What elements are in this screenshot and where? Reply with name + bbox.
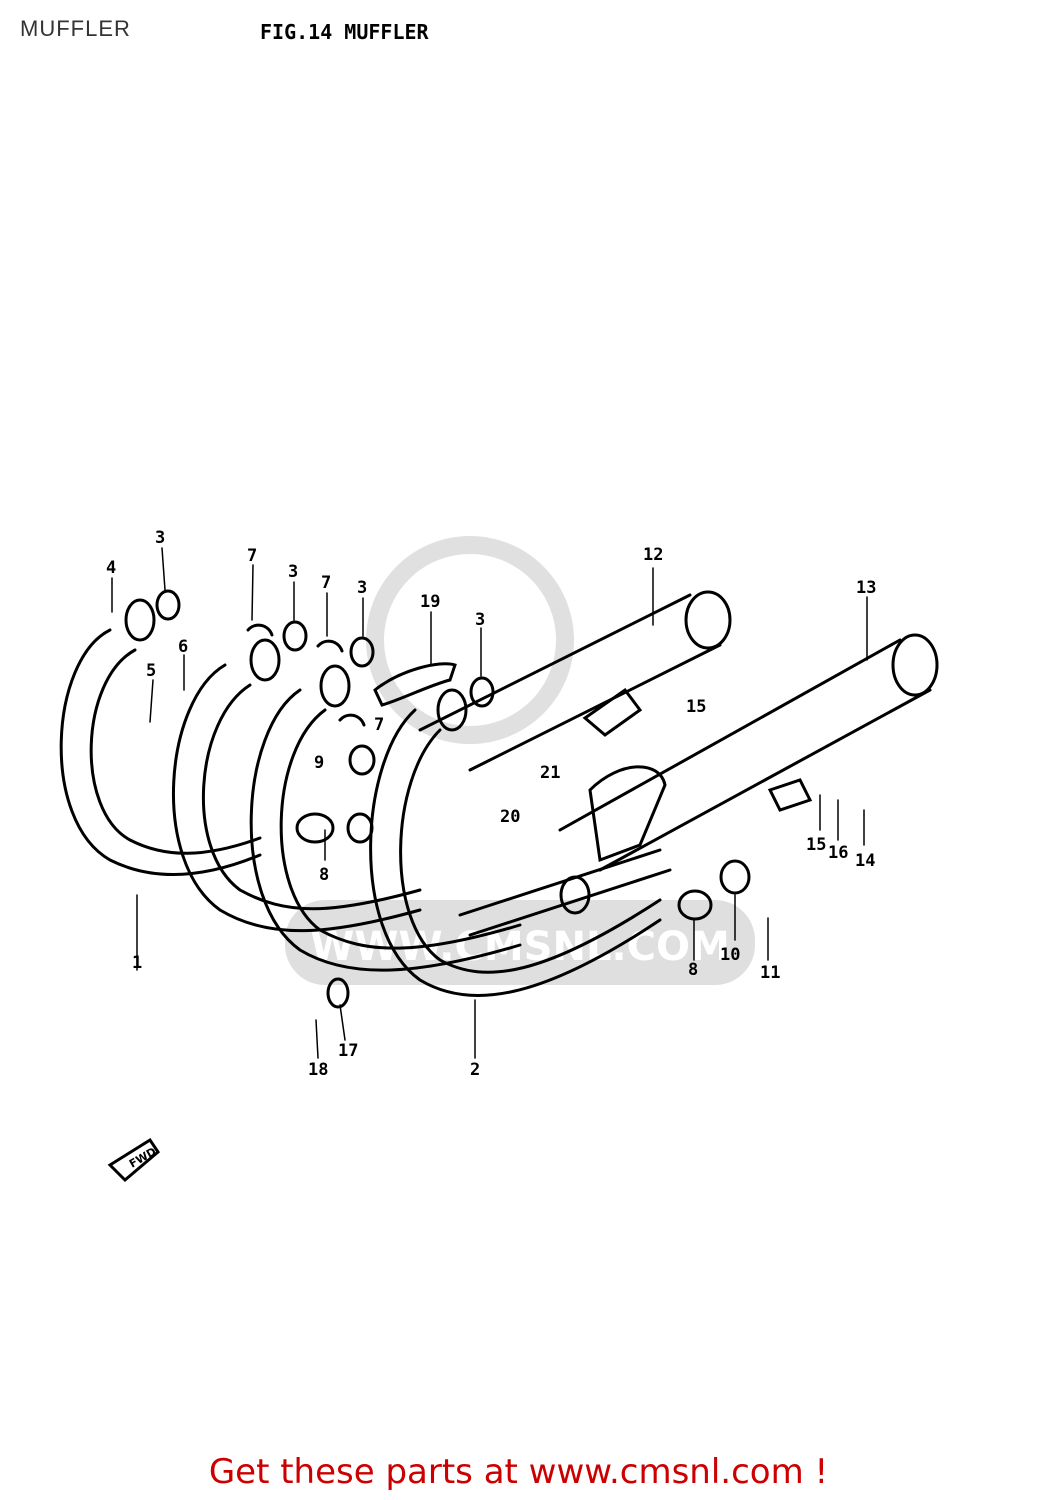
callout-13: 13 <box>856 578 876 598</box>
muffler-right <box>558 633 939 872</box>
callout-19: 19 <box>420 592 440 612</box>
callout-18: 18 <box>308 1060 328 1080</box>
callout-11: 11 <box>760 963 780 983</box>
bracket <box>588 765 667 863</box>
callout-8: 8 <box>688 960 698 980</box>
callout-17: 17 <box>338 1041 358 1061</box>
heat-shield <box>373 662 457 707</box>
callout-5: 5 <box>146 661 156 681</box>
callout-7: 7 <box>247 546 257 566</box>
callout-4: 4 <box>106 558 116 578</box>
connector-pipe <box>458 848 672 937</box>
cmsnl-parts-link[interactable]: Get these parts at www.cmsnl.com ! <box>208 1452 829 1492</box>
exhaust-pipe-4 <box>369 688 662 997</box>
callout-15: 15 <box>806 835 826 855</box>
callout-7: 7 <box>374 715 384 735</box>
callout-20: 20 <box>500 807 520 827</box>
muffler-left <box>418 590 732 772</box>
exhaust-pipe-3 <box>249 664 522 972</box>
gaskets <box>155 589 495 727</box>
exhaust-pipe-1 <box>59 598 262 876</box>
callout-3: 3 <box>155 528 165 548</box>
callout-3: 3 <box>475 610 485 630</box>
leader-lines <box>111 547 868 1059</box>
clamps-and-joints <box>295 744 751 1009</box>
callout-8: 8 <box>319 865 329 885</box>
forward-arrow <box>107 1137 160 1183</box>
callout-12: 12 <box>643 545 663 565</box>
exploded-parts-diagram: WWW.CMSNL.COM <box>59 528 939 1183</box>
callout-7: 7 <box>321 573 331 593</box>
callout-3: 3 <box>288 562 298 582</box>
exhaust-pipe-2 <box>172 638 422 933</box>
callout-15: 15 <box>686 697 706 717</box>
callout-16: 16 <box>828 843 848 863</box>
callout-2: 2 <box>470 1060 480 1080</box>
callout-14: 14 <box>855 851 875 871</box>
figure-title: FIG.14 MUFFLER <box>260 20 429 44</box>
callout-6: 6 <box>178 637 188 657</box>
callout-21: 21 <box>540 763 560 783</box>
callout-9: 9 <box>314 753 324 773</box>
callout-10: 10 <box>720 945 740 965</box>
page-title: MUFFLER <box>20 16 131 41</box>
callout-3: 3 <box>357 578 367 598</box>
callout-1: 1 <box>132 953 142 973</box>
